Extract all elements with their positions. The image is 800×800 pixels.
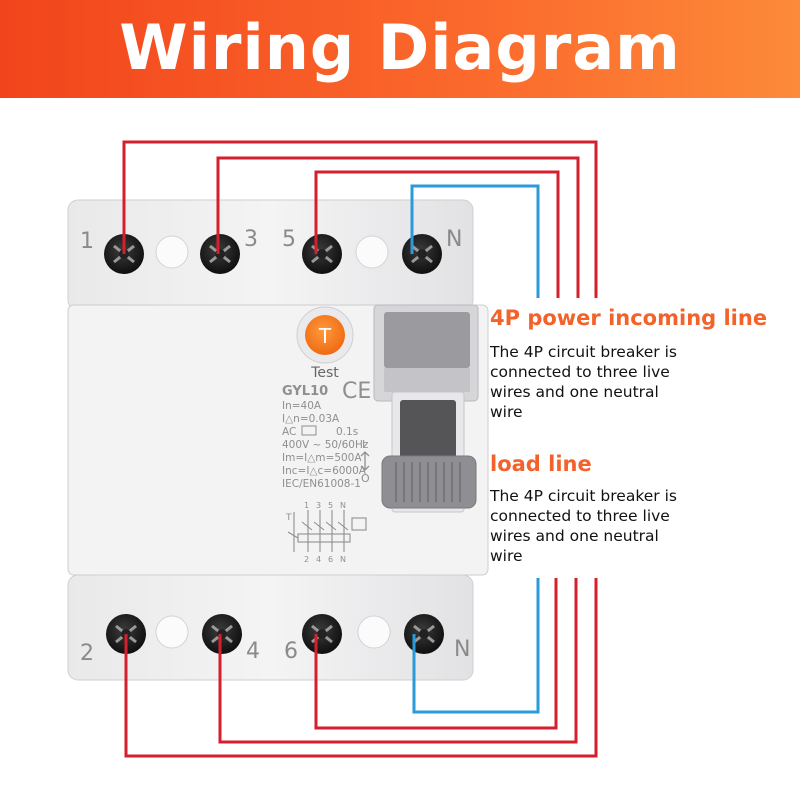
incoming-line-description: The 4P circuit breaker is connected to t… (490, 342, 790, 422)
description-line: wires and one neutral (490, 383, 659, 401)
ac-type-icon (301, 425, 317, 436)
page-title: Wiring Diagram (119, 11, 681, 84)
terminal-5 (302, 234, 342, 274)
load-line-description: The 4P circuit breaker is connected to t… (490, 486, 790, 566)
ce-mark: CE (342, 379, 371, 404)
terminal-6 (302, 614, 342, 654)
terminal-label: 1 (80, 229, 94, 254)
internal-schematic (287, 510, 367, 552)
incoming-live-wire-3 (216, 156, 580, 298)
spec-text: In=40A (282, 400, 322, 412)
incoming-neutral-wire (410, 184, 540, 298)
spec-text: IEC/EN61008-1 (282, 478, 361, 490)
test-button-label: T (318, 324, 332, 348)
schematic-label: 1 (304, 501, 309, 510)
spec-text: 400V ~ 50/60Hz (282, 439, 369, 451)
lever-mark-off: O (361, 472, 370, 485)
description-line: wire (490, 403, 523, 421)
description-line: The 4P circuit breaker is (490, 487, 677, 505)
terminal-label: 3 (244, 227, 258, 252)
terminal-label: 4 (246, 639, 260, 664)
description-line: wire (490, 547, 523, 565)
description-line: connected to three live (490, 507, 670, 525)
terminal-n-top (402, 234, 442, 274)
spec-text: 0.1s (336, 426, 358, 438)
load-line-heading: load line (490, 452, 592, 476)
incoming-line-heading: 4P power incoming line (490, 306, 768, 330)
cover-lip (384, 368, 470, 392)
terminal-label: N (446, 227, 462, 252)
incoming-live-wire-1 (122, 140, 598, 298)
schematic-label: N (340, 501, 346, 510)
terminal-label: 6 (284, 639, 298, 664)
terminal-label: N (454, 637, 470, 662)
spec-text: AC (282, 426, 296, 438)
schematic-label: 3 (316, 501, 321, 510)
bottom-terminal-block (67, 574, 474, 681)
schematic-label: T (285, 513, 292, 523)
terminal-3 (200, 234, 240, 274)
cover-window (384, 312, 470, 368)
terminal-n-bottom (404, 614, 444, 654)
schematic-label: 5 (328, 501, 333, 510)
incoming-wires (122, 140, 598, 298)
load-live-wire-6 (314, 578, 558, 730)
schematic-label: 2 (304, 555, 309, 564)
incoming-live-wire-5 (314, 170, 560, 298)
description-line: wires and one neutral (490, 527, 659, 545)
lever-grip (395, 462, 461, 502)
indicator-window (155, 235, 189, 269)
description-line: The 4P circuit breaker is (490, 343, 677, 361)
indicator-window (357, 615, 391, 649)
schematic-label: 6 (328, 555, 333, 564)
terminal-label: 5 (282, 227, 296, 252)
model-label: GYL10 (282, 384, 328, 399)
terminal-4 (202, 614, 242, 654)
title-banner (0, 0, 800, 98)
lever-mark-on: I (362, 438, 365, 451)
load-live-wire-4 (218, 578, 578, 744)
load-neutral-wire (412, 578, 540, 714)
terminal-label: 2 (80, 641, 94, 666)
schematic-label: N (340, 555, 346, 564)
indicator-window (155, 615, 189, 649)
lever-slot (400, 400, 456, 458)
indicator-window (355, 235, 389, 269)
test-button (305, 315, 345, 355)
spec-text: Im=I△m=500A (282, 452, 362, 464)
lever-arrow-icon (360, 451, 370, 471)
load-live-wire-2 (124, 578, 598, 758)
schematic-label: 4 (316, 555, 321, 564)
load-wires (124, 578, 598, 758)
spec-text: Inc=I△c=6000A (282, 465, 367, 477)
test-label: Test (310, 365, 339, 381)
description-line: connected to three live (490, 363, 670, 381)
spec-text: I△n=0.03A (282, 413, 340, 425)
